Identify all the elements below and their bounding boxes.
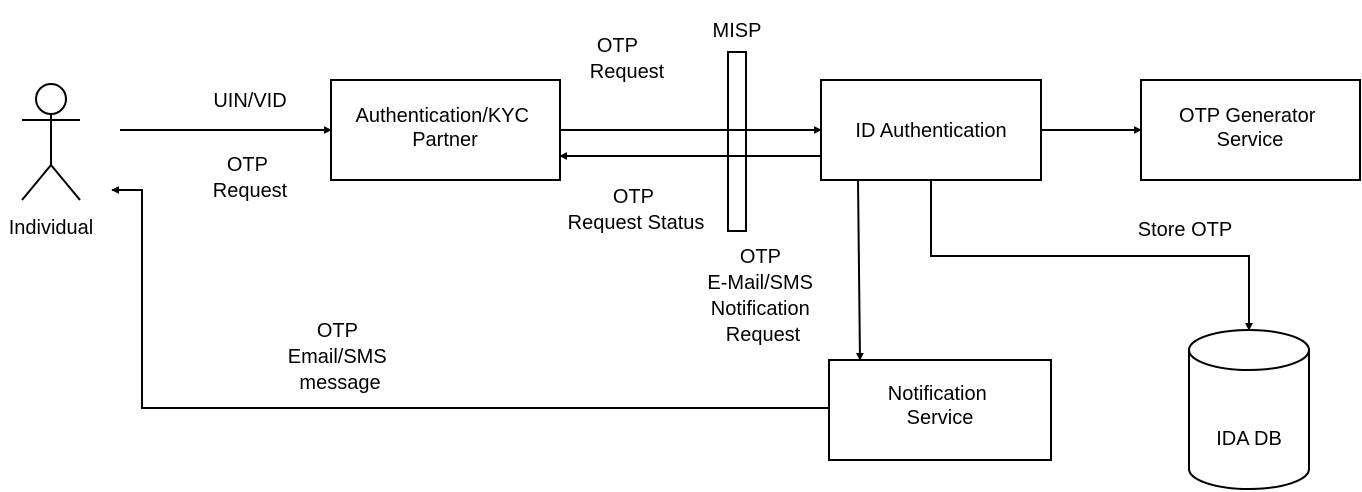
otp-message-label: OTP Email/SMS message <box>288 320 392 394</box>
otp-generator-service-label: OTP Generator Service <box>1179 105 1321 151</box>
store-otp-label: Store OTP <box>1138 219 1232 241</box>
ida-db-cylinder-body <box>1188 350 1310 490</box>
individual-otp-request-label-line-1: OTP <box>227 154 268 176</box>
otp-generator-service-box <box>1140 79 1361 181</box>
individual-left-leg-line <box>21 164 52 201</box>
ida-db-label: IDA DB <box>1216 428 1282 450</box>
id-authentication-node: ID Authentication <box>820 79 1042 181</box>
misp-bar <box>727 51 747 232</box>
otp-generator-service-node: OTP Generator Service <box>1140 79 1361 181</box>
ida-db-cylinder-top <box>1188 329 1310 371</box>
otp-message-label-line-2: Email/SMS <box>288 346 387 368</box>
misp-node: MISP <box>713 20 762 232</box>
ida-db-node: IDA DB <box>1188 329 1310 490</box>
partner-label: Authentication/KYC Partner <box>356 105 535 151</box>
otp-generator-service-label-line-1: OTP Generator <box>1179 105 1316 127</box>
misp-otp-request-label-line-2: Request <box>590 61 665 83</box>
notification-request-label: OTP E-Mail/SMS Notification Request <box>707 246 818 346</box>
notification-request-label-line-4: Request <box>726 324 801 346</box>
notification-service-node: Notification Service <box>828 359 1052 461</box>
notification-request-label-line-2: E-Mail/SMS <box>707 272 813 294</box>
individual-head-shape <box>35 83 67 115</box>
partner-node: Authentication/KYC Partner <box>330 79 561 181</box>
individual-actor: Individual <box>9 83 94 239</box>
individual-otp-request-label: OTP Request <box>213 154 288 202</box>
otp-request-status-label-line-2: Request Status <box>568 212 705 234</box>
otp-generator-service-label-line-2: Service <box>1217 129 1284 151</box>
id-authentication-to-ida-db-connector <box>930 180 1253 331</box>
otp-message-label-line-3: message <box>299 372 380 394</box>
misp-label: MISP <box>713 20 762 42</box>
id-authentication-to-notification-connector <box>855 179 864 361</box>
connectors <box>111 126 1253 409</box>
partner-label-line-1: Authentication/KYC <box>356 105 529 127</box>
otp-request-status-label: OTP Request Status <box>568 186 705 234</box>
notification-service-box <box>828 359 1052 461</box>
misp-otp-request-label: OTP Request <box>590 35 665 83</box>
notification-to-individual-connector <box>111 186 829 409</box>
otp-message-label-line-1: OTP <box>317 320 358 342</box>
otp-request-status-label-line-1: OTP <box>613 186 654 208</box>
individual-otp-request-label-line-2: Request <box>213 180 288 202</box>
misp-otp-request-label-line-1: OTP <box>597 35 638 57</box>
id-authentication-label: ID Authentication <box>855 120 1006 142</box>
individual-right-leg-line <box>50 164 81 201</box>
notification-service-label: Notification Service <box>888 383 993 429</box>
individual-label: Individual <box>9 217 94 239</box>
notification-service-label-line-1: Notification <box>888 383 987 405</box>
uin-vid-label: UIN/VID <box>213 90 286 112</box>
notification-service-label-line-2: Service <box>907 407 974 429</box>
edge-labels: UIN/VID OTP Request OTP Request OTP Requ… <box>213 35 1232 394</box>
partner-label-line-2: Partner <box>412 129 478 151</box>
notification-request-label-line-3: Notification <box>711 298 810 320</box>
notification-request-label-line-1: OTP <box>740 246 781 268</box>
